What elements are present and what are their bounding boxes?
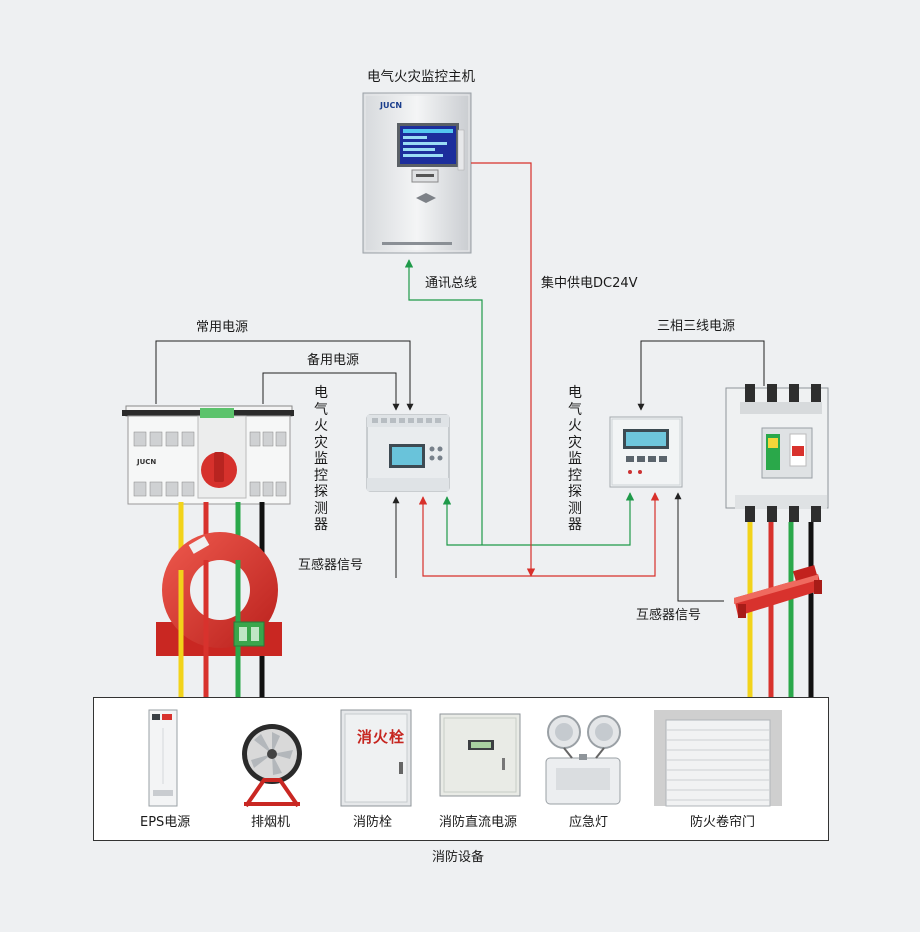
current-transformer-left-icon bbox=[156, 532, 282, 697]
equipment-icons bbox=[148, 709, 782, 808]
device-label-fan: 排烟机 bbox=[251, 815, 291, 830]
detector-right-icon bbox=[609, 416, 683, 488]
fire-equipment-label: 消防设备 bbox=[432, 850, 485, 865]
fire-hydrant-cabinet-icon bbox=[340, 709, 412, 807]
svg-text:JUCN: JUCN bbox=[136, 458, 156, 466]
emergency-light-icon bbox=[545, 715, 621, 805]
fire-shutter-door-icon bbox=[654, 710, 782, 807]
device-label-eps: EPS电源 bbox=[140, 815, 191, 830]
backup-power-label: 备用电源 bbox=[307, 353, 360, 368]
ct-signal-left-label: 互感器信号 bbox=[298, 558, 364, 573]
monitoring-host-icon: JUCN bbox=[362, 92, 472, 254]
normal-power-label: 常用电源 bbox=[196, 320, 249, 335]
detector-right-label: 电气火灾监控探测器 bbox=[568, 385, 582, 533]
dc-supply-label: 集中供电DC24V bbox=[541, 276, 638, 291]
device-label-dc-power: 消防直流电源 bbox=[439, 815, 518, 830]
device-label-hydrant: 消防栓 bbox=[353, 815, 393, 830]
eps-cabinet-icon bbox=[148, 709, 178, 807]
comm-bus-lines bbox=[404, 259, 635, 546]
circuit-breaker-icon bbox=[725, 384, 829, 522]
svg-text:JUCN: JUCN bbox=[379, 101, 402, 110]
device-label-emergency-light: 应急灯 bbox=[569, 815, 609, 830]
three-phase-label: 三相三线电源 bbox=[657, 319, 736, 334]
comm-bus-label: 通讯总线 bbox=[425, 276, 478, 291]
detector-left-label: 电气火灾监控探测器 bbox=[314, 385, 328, 533]
fire-equipment-panel: 消火栓 EPS电源 排烟机 消防栓 消防直流电源 应急灯 防火卷帘门 bbox=[93, 697, 829, 841]
power-supply-lines bbox=[155, 340, 765, 602]
dc-power-box-icon bbox=[439, 713, 521, 797]
host-title: 电气火灾监控主机 bbox=[367, 69, 475, 85]
ats-switch-icon: JUCN bbox=[122, 405, 294, 505]
dc-supply-lines bbox=[418, 162, 660, 577]
hydrant-text: 消火栓 bbox=[357, 728, 406, 746]
current-transformer-right-icon bbox=[734, 565, 822, 618]
detector-left-icon bbox=[366, 414, 450, 492]
device-label-shutter-door: 防火卷帘门 bbox=[690, 815, 756, 830]
ct-signal-right-label: 互感器信号 bbox=[636, 608, 702, 623]
smoke-exhaust-fan-icon bbox=[242, 724, 302, 808]
right-wires bbox=[747, 522, 814, 697]
